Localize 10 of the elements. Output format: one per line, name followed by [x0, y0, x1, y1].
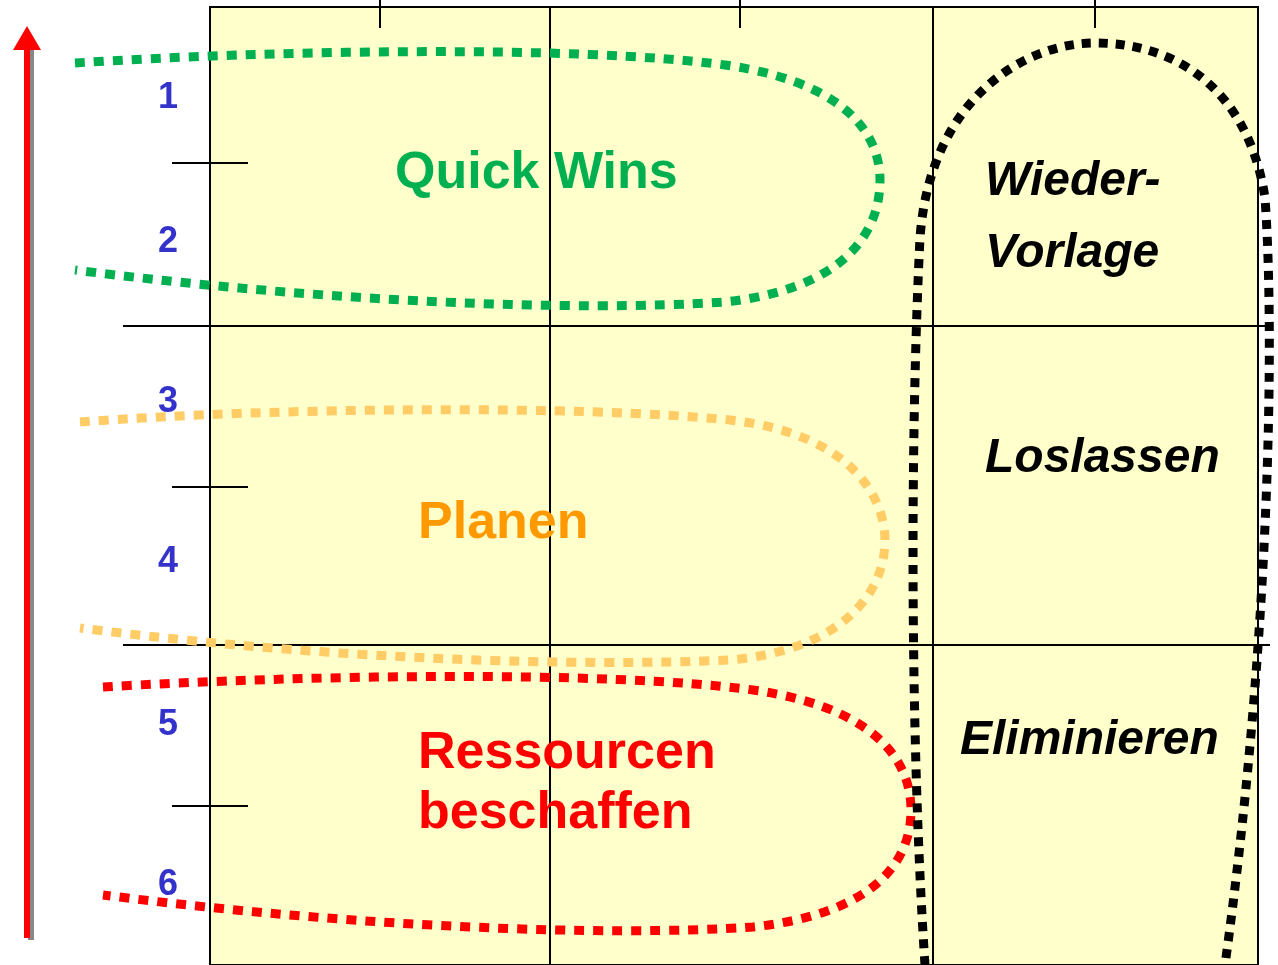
priority-number: 1 [157, 75, 179, 117]
region-label: Eliminieren [960, 710, 1219, 765]
priority-number: 6 [157, 862, 179, 904]
priority-number: 2 [157, 219, 179, 261]
region-label: Wieder- Vorlage [985, 151, 1162, 279]
priority-number: 5 [157, 702, 179, 744]
priority-number: 3 [157, 379, 179, 421]
priority-number: 4 [157, 539, 179, 581]
region-label: Quick Wins [395, 140, 678, 200]
region-label: Loslassen [985, 428, 1220, 483]
